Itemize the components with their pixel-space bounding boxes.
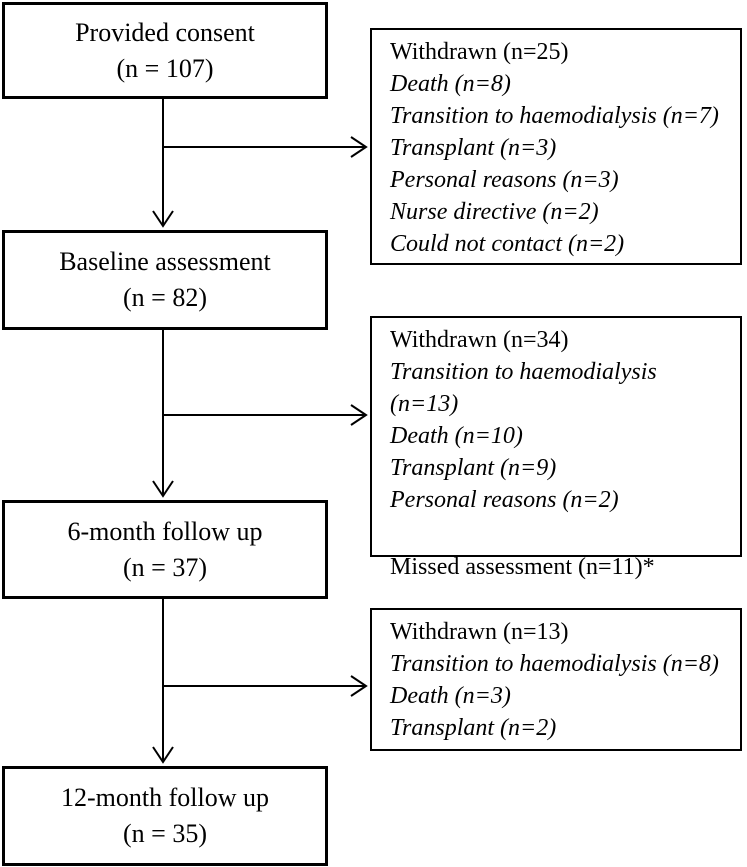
arrow-down-consent-to-baseline	[152, 99, 174, 228]
arrow-down-6month-to-12month	[152, 599, 174, 764]
withdrawal-reason: Transition to haemodialysis (n=8)	[390, 651, 719, 677]
withdrawal-title: Withdrawn (n=25)	[390, 39, 569, 65]
stage-box-baseline-assessment: Baseline assessment (n = 82)	[2, 230, 328, 330]
withdrawal-reason: Transition to haemodialysis (n=13)	[390, 359, 657, 417]
arrow-right-withdrawn-2	[163, 404, 368, 426]
withdrawal-reason: Transition to haemodialysis (n=7)	[390, 103, 719, 129]
stage-label: 12-month follow up	[61, 783, 269, 812]
withdrawal-box-1: Withdrawn (n=25) Death (n=8) Transition t…	[370, 28, 742, 265]
stage-box-6-month-follow-up: 6-month follow up (n = 37)	[2, 500, 328, 599]
stage-n: (n = 107)	[116, 53, 214, 83]
withdrawal-reason: Personal reasons (n=2)	[390, 487, 619, 513]
arrow-right-withdrawn-1	[163, 136, 368, 158]
withdrawal-note: Missed assessment (n=11)*	[390, 554, 655, 580]
withdrawal-reason: Death (n=8)	[390, 71, 511, 97]
stage-label: 6-month follow up	[67, 516, 263, 546]
withdrawal-reasons: Transition to haemodialysis (n=13) Death …	[390, 356, 722, 516]
withdrawal-reason: Nurse directive (n=2)	[390, 199, 599, 225]
withdrawal-reason: Death (n=3)	[390, 683, 511, 709]
stage-box-12-month-follow-up: 12-month follow up (n = 35)	[2, 766, 328, 866]
stage-box-provided-consent: Provided consent (n = 107)	[2, 2, 328, 99]
arrow-right-withdrawn-3	[163, 675, 368, 697]
stage-label: Provided consent	[75, 17, 255, 47]
stage-n: (n = 37)	[123, 552, 207, 582]
withdrawal-title: Withdrawn (n=13)	[390, 619, 569, 645]
withdrawal-box-2: Withdrawn (n=34) Transition to haemodial…	[370, 316, 742, 580]
withdrawal-reason: Could not contact (n=2)	[390, 231, 625, 257]
withdrawal-title: Withdrawn (n=34)	[390, 327, 569, 353]
stage-n: (n = 82)	[123, 283, 207, 312]
withdrawal-reasons: Transition to haemodialysis (n=8) Death (…	[390, 648, 722, 744]
withdrawal-reason: Transplant (n=3)	[390, 135, 557, 161]
arrow-down-baseline-to-6month	[152, 330, 174, 498]
withdrawal-reason: Death (n=10)	[390, 423, 523, 449]
stage-n: (n = 35)	[123, 819, 207, 848]
withdrawal-reasons: Death (n=8) Transition to haemodialysis (…	[390, 68, 722, 260]
withdrawal-box-3: Withdrawn (n=13) Transition to haemodial…	[370, 608, 742, 751]
stage-label: Baseline assessment	[59, 247, 271, 276]
withdrawal-reason: Transplant (n=2)	[390, 715, 557, 741]
withdrawal-reason: Personal reasons (n=3)	[390, 167, 619, 193]
withdrawal-reason: Transplant (n=9)	[390, 455, 557, 481]
